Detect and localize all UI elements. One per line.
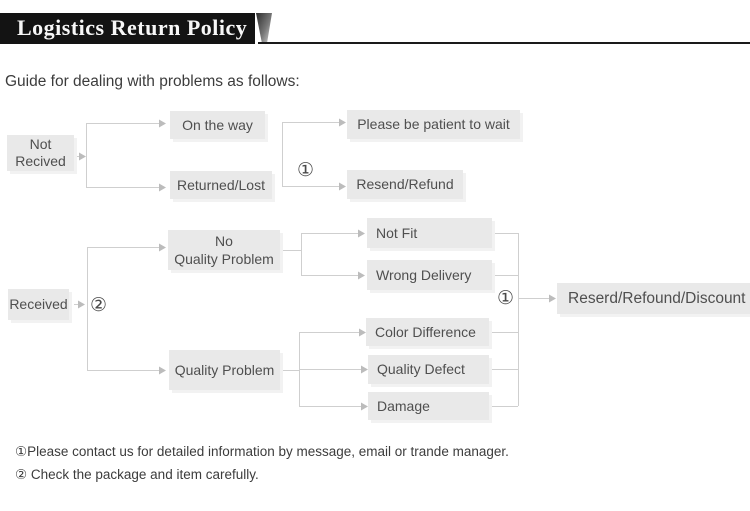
node-not-fit: Not Fit — [367, 218, 492, 248]
connector-line — [280, 370, 299, 371]
connector-line — [480, 332, 518, 333]
connector-line — [282, 122, 339, 123]
node-received: Received — [8, 289, 69, 320]
connector-line — [518, 298, 549, 299]
node-quality-defect: Quality Defect — [368, 355, 489, 384]
connector-line — [483, 233, 518, 234]
arrowhead-icon — [339, 118, 346, 127]
connector-line — [483, 275, 518, 276]
node-please-wait: Please be patient to wait — [347, 110, 520, 139]
connector-line — [299, 369, 361, 370]
connector-line — [75, 156, 81, 157]
node-not-received: Not Recived — [7, 135, 74, 171]
ribbon-fold-icon — [256, 13, 272, 44]
connector-line — [74, 304, 80, 305]
connector-line — [86, 187, 159, 188]
connector-line — [86, 123, 87, 187]
arrowhead-icon — [361, 402, 368, 411]
node-returned-lost: Returned/Lost — [170, 171, 272, 199]
arrowhead-icon — [359, 328, 366, 337]
node-resend-refund: Resend/Refund — [347, 170, 463, 199]
node-on-the-way: On the way — [170, 111, 265, 139]
node-final-action: Reserd/Refound/Discount — [557, 283, 750, 314]
arrowhead-icon — [159, 183, 166, 192]
banner-underline — [258, 42, 750, 44]
connector-line — [87, 370, 159, 371]
arrowhead-icon — [358, 271, 365, 280]
title-banner: Logistics Return Policy — [0, 13, 255, 44]
node-damage: Damage — [368, 392, 489, 420]
connector-line — [282, 186, 339, 187]
connector-line — [280, 250, 301, 251]
connector-line — [301, 233, 358, 234]
node-quality-problem: Quality Problem — [169, 350, 280, 390]
arrowhead-icon — [358, 229, 365, 238]
arrowhead-icon — [159, 366, 166, 375]
arrowhead-icon — [159, 119, 166, 128]
connector-line — [299, 332, 359, 333]
arrowhead-icon — [339, 182, 346, 191]
connector-line — [480, 406, 518, 407]
note-2: ② Check the package and item carefully. — [15, 467, 259, 482]
connector-line — [518, 233, 519, 406]
note-1: ①Please contact us for detailed informat… — [15, 444, 509, 459]
connector-line — [299, 406, 361, 407]
arrowhead-icon — [361, 365, 368, 374]
arrowhead-icon — [549, 294, 556, 303]
connector-line — [86, 123, 159, 124]
connector-line — [87, 247, 88, 370]
node-no-quality-problem: No Quality Problem — [168, 230, 280, 270]
connector-line — [87, 247, 159, 248]
marker-circled-one-final: ① — [497, 287, 515, 309]
connector-line — [480, 369, 518, 370]
arrowhead-icon — [159, 243, 166, 252]
banner-title: Logistics Return Policy — [17, 15, 248, 40]
marker-circled-two: ② — [90, 294, 108, 316]
arrowhead-icon — [78, 300, 85, 309]
marker-circled-one: ① — [297, 159, 315, 181]
node-wrong-delivery: Wrong Delivery — [367, 260, 492, 290]
connector-line — [301, 233, 302, 275]
connector-line — [282, 122, 283, 186]
node-color-difference: Color Difference — [366, 318, 489, 346]
intro-text: Guide for dealing with problems as follo… — [5, 73, 300, 90]
arrowhead-icon — [79, 152, 86, 161]
connector-line — [301, 275, 358, 276]
